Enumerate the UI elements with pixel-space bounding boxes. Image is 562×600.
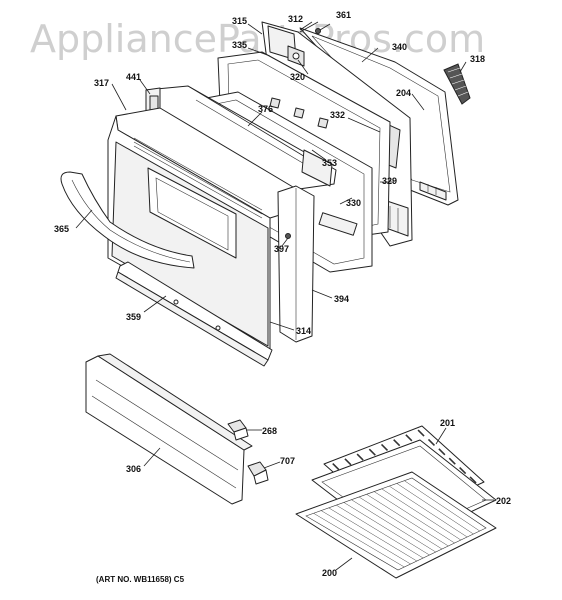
rack-wire xyxy=(381,488,461,541)
broiler-slot xyxy=(380,443,389,452)
door-bottom-trim xyxy=(115,261,273,367)
outer-door-panel xyxy=(107,107,299,351)
callout-353: 353 xyxy=(322,158,337,168)
rack-wire xyxy=(313,513,405,568)
callout-201: 201 xyxy=(440,418,455,428)
rack-wire xyxy=(328,507,417,562)
rack-wire xyxy=(366,494,449,547)
broiler-slot xyxy=(427,438,436,447)
callout-376: 376 xyxy=(258,104,273,114)
rack-wires xyxy=(313,480,480,568)
rack-wire xyxy=(404,480,480,532)
screw-361-part xyxy=(315,23,331,34)
door-gasket-part xyxy=(443,63,471,105)
bracket-268-part xyxy=(227,419,249,441)
broiler-slot xyxy=(469,476,477,484)
callout-359: 359 xyxy=(126,312,141,322)
callout-441: 441 xyxy=(126,72,141,82)
callout-361: 361 xyxy=(336,10,351,20)
rack-wire xyxy=(396,483,474,535)
rack-wire xyxy=(358,496,443,550)
callout-204: 204 xyxy=(396,88,411,98)
callout-330: 330 xyxy=(346,198,361,208)
callout-306: 306 xyxy=(126,464,141,474)
callout-labels: 315 312 361 340 318 335 320 317 441 376 … xyxy=(54,10,511,578)
callout-340: 340 xyxy=(392,42,407,52)
callout-320: 320 xyxy=(290,72,305,82)
vent-slots xyxy=(133,137,263,219)
callout-365: 365 xyxy=(54,224,69,234)
leader-lines xyxy=(75,21,494,571)
broiler-slot xyxy=(459,466,467,475)
callout-314: 314 xyxy=(296,326,311,336)
broiler-slot xyxy=(368,448,376,456)
art-number: (ART NO. WB11658) C5 xyxy=(96,575,185,584)
door-side-trim xyxy=(277,185,315,343)
callout-268: 268 xyxy=(262,426,277,436)
callout-329: 329 xyxy=(382,176,397,186)
rack-wire xyxy=(343,502,430,556)
broiler-slot xyxy=(405,434,413,442)
oven-rack xyxy=(295,471,497,579)
broiler-slot xyxy=(344,458,352,466)
callout-397: 397 xyxy=(274,244,289,254)
broiler-slot xyxy=(417,429,425,437)
callout-394: 394 xyxy=(334,294,349,304)
rack-wire xyxy=(336,504,424,559)
door-handle-part xyxy=(60,171,195,269)
broiler-slot xyxy=(332,463,340,471)
callout-332: 332 xyxy=(330,110,345,120)
screw-397-part xyxy=(285,233,291,239)
rack-wire xyxy=(374,491,455,544)
broiler-slot xyxy=(438,448,446,456)
rack-wire xyxy=(389,485,468,538)
broiler-slot xyxy=(356,453,364,461)
callout-335: 335 xyxy=(232,40,247,50)
callout-200: 200 xyxy=(322,568,337,578)
clip-707-part xyxy=(247,461,269,485)
broiler-slot xyxy=(393,439,401,447)
callout-315: 315 xyxy=(232,16,247,26)
callout-312: 312 xyxy=(288,14,303,24)
rack-wire xyxy=(321,510,411,565)
callout-318: 318 xyxy=(470,54,485,64)
broiler-slot xyxy=(448,457,456,465)
rack-wire xyxy=(351,499,436,553)
callout-317: 317 xyxy=(94,78,109,88)
callout-202: 202 xyxy=(496,496,511,506)
drawer-front-part xyxy=(85,353,253,505)
callout-707: 707 xyxy=(280,456,295,466)
